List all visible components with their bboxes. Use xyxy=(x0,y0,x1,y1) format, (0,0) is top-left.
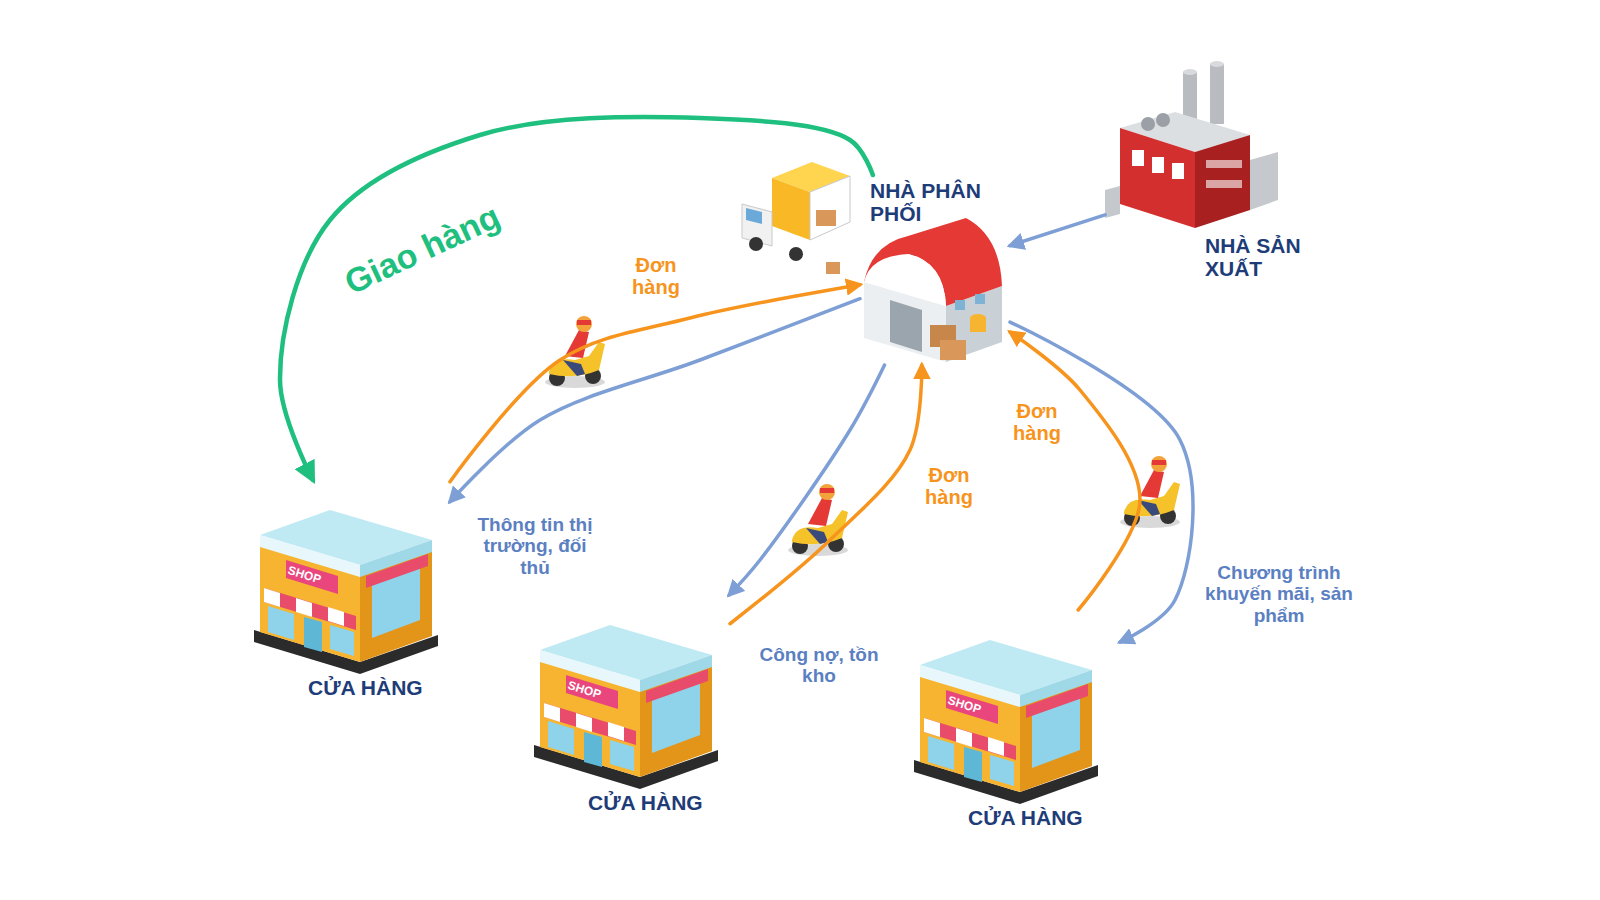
edge-label: Giao hàng xyxy=(334,193,510,305)
shop-node: SHOP CỬA HÀNG xyxy=(250,480,450,705)
shop-node: SHOP CỬA HÀNG xyxy=(530,595,730,820)
node-title: NHÀ SẢN XUẤT xyxy=(1205,234,1330,280)
edge-label: Công nợ, tồn kho xyxy=(745,642,893,689)
truck-illustration xyxy=(742,162,850,261)
flow-arrow xyxy=(450,285,860,482)
shop-node: SHOP CỬA HÀNG xyxy=(910,610,1120,835)
manufacturer-node: NHÀ SẢN XUẤT xyxy=(1105,70,1335,285)
flow-arrow xyxy=(1010,322,1193,642)
shop-sign-text: SHOP xyxy=(946,694,982,717)
node-title: CỬA HÀNG xyxy=(588,791,703,814)
edge-label: Đơn hàng xyxy=(612,252,700,301)
warehouse-illustration xyxy=(826,218,1002,362)
shop-sign-text: SHOP xyxy=(566,679,602,702)
node-title: NHÀ PHÂN PHỐI xyxy=(870,179,1000,225)
edge-label: Đơn hàng xyxy=(905,462,993,511)
flow-arrow xyxy=(1010,215,1105,246)
factory-illustration xyxy=(1105,61,1278,228)
flow-arrow xyxy=(450,299,860,502)
shop-sign-text: SHOP xyxy=(286,564,322,587)
flow-arrow xyxy=(729,365,884,595)
edge-label: Chương trình khuyến mãi, sản phẩm xyxy=(1195,560,1363,628)
node-title: CỬA HÀNG xyxy=(308,676,423,699)
edge-label: Đơn hàng xyxy=(993,398,1081,447)
edge-label: Thông tin thị trường, đối thủ xyxy=(466,512,604,580)
distributor-node: NHÀ PHÂN PHỐI xyxy=(860,175,1010,365)
flow-arrow xyxy=(730,365,922,624)
flow-arrow xyxy=(1010,332,1140,610)
node-title: CỬA HÀNG xyxy=(968,806,1083,829)
